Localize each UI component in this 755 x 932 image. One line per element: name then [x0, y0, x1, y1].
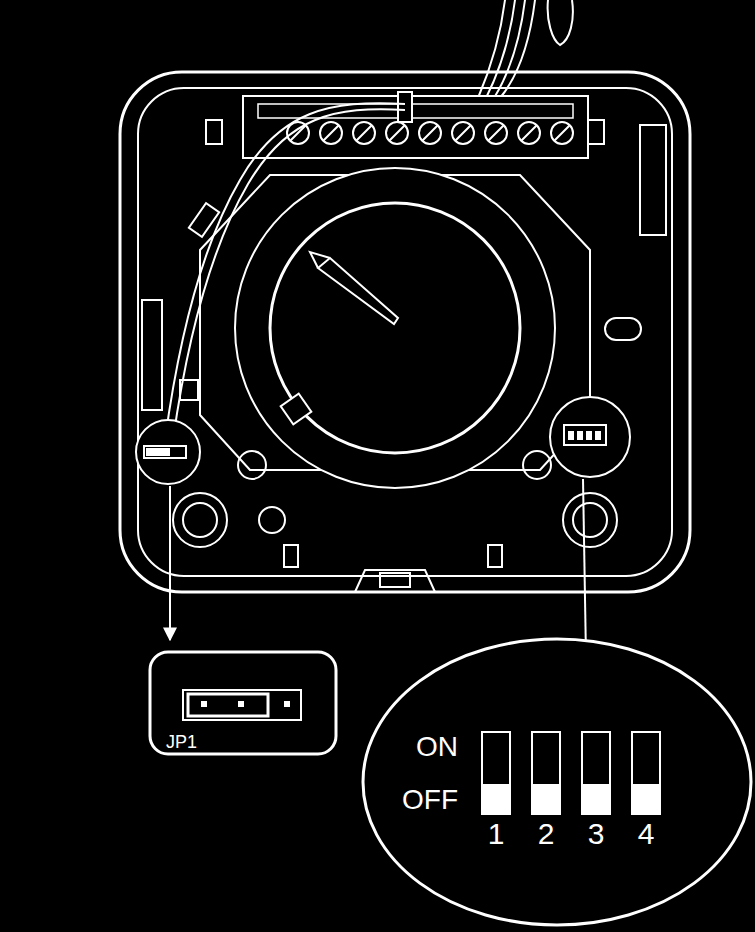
cable-wire [478, 0, 505, 98]
finger [548, 0, 573, 45]
terminal-block [243, 96, 588, 158]
bottom-latch [355, 570, 435, 592]
clip-tab [284, 545, 298, 567]
screw-slots [290, 125, 570, 141]
dip-lever [595, 431, 601, 440]
screw-post [573, 503, 607, 537]
jumper-pin [238, 701, 244, 707]
dip-slot [582, 732, 610, 814]
dip-slot [632, 732, 660, 814]
screw-post [563, 493, 617, 547]
callout-circle [550, 397, 630, 477]
jumper-label: JP1 [166, 733, 197, 751]
wire-connector [189, 203, 219, 237]
jumper-cap [188, 694, 268, 716]
dip-slot [482, 732, 510, 814]
jumper-small [144, 446, 186, 458]
dip-lever [577, 431, 583, 440]
dip-switch-small [564, 425, 606, 445]
callout-circle [136, 420, 200, 484]
leader-arrow [583, 479, 586, 657]
screw-post [173, 493, 227, 547]
jumper-header [183, 690, 301, 720]
clip-tab [206, 120, 222, 144]
switch-number: 3 [588, 819, 605, 849]
small-part [180, 380, 198, 400]
cable-wire [500, 0, 535, 98]
switch-number: 2 [538, 819, 555, 849]
knockout-hole [523, 451, 551, 479]
screw-post [183, 503, 217, 537]
lens-pointer [318, 258, 398, 324]
side-rail [640, 125, 666, 235]
knockout-hole [259, 507, 285, 533]
dip-lever [582, 784, 610, 814]
clip-tab [488, 545, 502, 567]
knockout-hole [238, 451, 266, 479]
dip-slot [532, 732, 560, 814]
dip-lever [532, 784, 560, 814]
dip-levers-small [568, 431, 601, 440]
switch-number: 4 [638, 819, 655, 849]
cable [478, 0, 573, 98]
leader-arrow [169, 486, 171, 640]
pointer-tip [310, 252, 330, 268]
dip-switches [482, 732, 660, 814]
jumper-pin [284, 701, 290, 707]
jumper-cap-small [146, 448, 170, 456]
switch-number: 1 [488, 819, 505, 849]
bottom-latch [380, 573, 410, 587]
dip-lever [568, 431, 574, 440]
lens-latch [281, 394, 312, 425]
clip-tab [588, 120, 604, 144]
housing-outline [120, 72, 690, 592]
side-rail [142, 300, 162, 410]
lens [270, 203, 520, 453]
lens-ring [235, 168, 555, 488]
mounting-slot [605, 318, 641, 340]
zoom-box [150, 652, 336, 754]
switch-state: ON [416, 733, 458, 761]
cable-clamp [398, 92, 412, 122]
switch-state: OFF [402, 786, 458, 814]
housing-inner [138, 88, 672, 576]
dip-lever [586, 431, 592, 440]
zoom-circle [363, 639, 751, 925]
dip-lever [482, 784, 510, 814]
dip-lever [632, 784, 660, 814]
terminal-screws [287, 122, 573, 144]
jumper-pin [201, 701, 207, 707]
